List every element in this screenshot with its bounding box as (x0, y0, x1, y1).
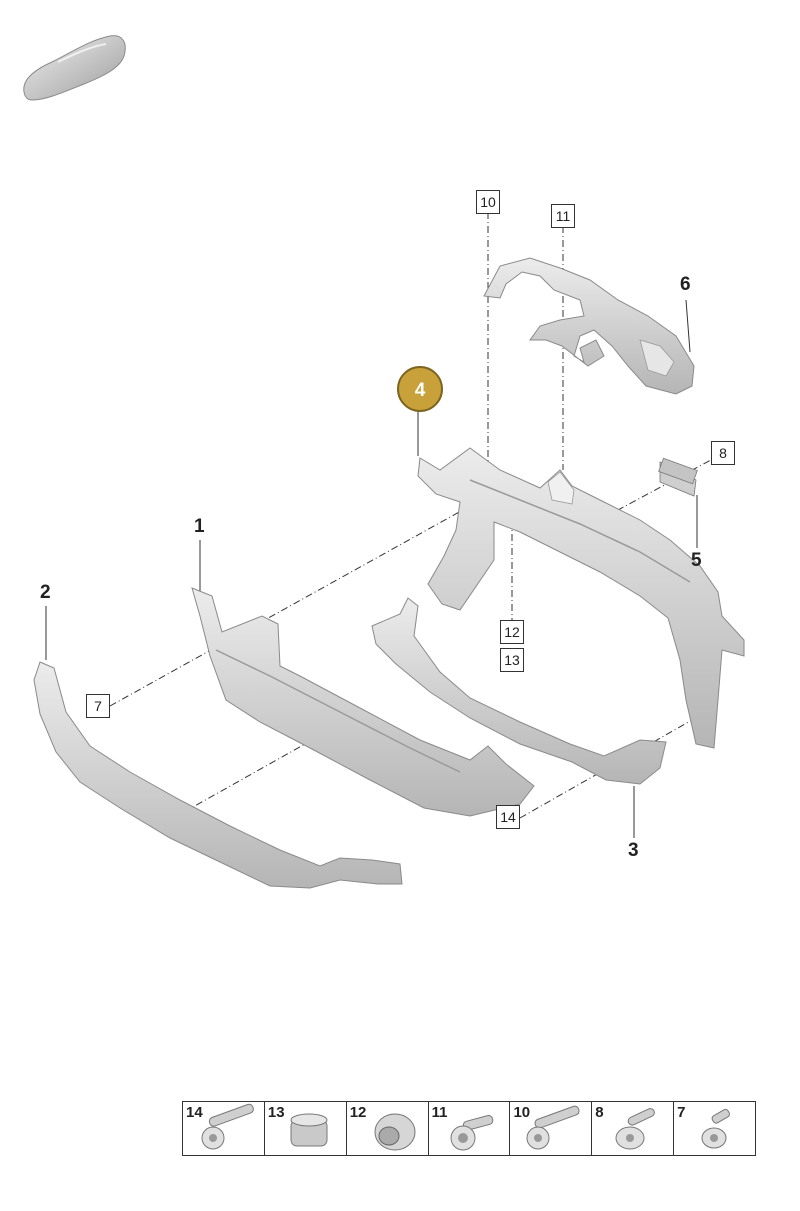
callout-5: 5 (691, 550, 702, 571)
hardware-cell-13[interactable]: 13 (265, 1102, 347, 1155)
box-label-11[interactable]: 11 (551, 204, 575, 228)
callout-leaders (45, 299, 698, 838)
hardware-cell-12[interactable]: 12 (347, 1102, 429, 1155)
long-bolt-icon (526, 1105, 581, 1150)
hardware-number: 7 (677, 1104, 686, 1121)
callout-6: 6 (680, 274, 691, 295)
callout-4-highlighted[interactable]: 4 (397, 366, 443, 412)
hardware-number: 10 (513, 1104, 531, 1121)
hardware-number: 12 (349, 1104, 367, 1121)
spacer-sleeve-icon (290, 1113, 328, 1147)
vehicle-thumbnail-icon (23, 35, 126, 101)
part-1-bumper-beam (191, 587, 535, 817)
hardware-cell-8[interactable]: 8 (592, 1102, 675, 1155)
box-label-14[interactable]: 14 (496, 805, 520, 829)
hardware-cell-14[interactable]: 14 (183, 1102, 265, 1155)
box-label-10[interactable]: 10 (476, 190, 500, 214)
hardware-number: 11 (431, 1104, 448, 1121)
box-label-7[interactable]: 7 (86, 694, 110, 718)
callout-2: 2 (40, 582, 51, 603)
clip-screw-icon (701, 1108, 731, 1149)
hardware-number: 13 (267, 1104, 285, 1121)
part-4-front-carrier (417, 447, 745, 749)
hardware-cell-7[interactable]: 7 (674, 1102, 755, 1155)
pan-head-screw-icon (615, 1108, 656, 1150)
part-5-bracket (658, 457, 698, 485)
part-2-deflector (33, 661, 403, 889)
hardware-number: 8 (595, 1104, 604, 1121)
part-6-cover (483, 257, 695, 395)
hardware-cell-10[interactable]: 10 (510, 1102, 593, 1155)
box-label-12[interactable]: 12 (500, 620, 524, 644)
box-label-8[interactable]: 8 (711, 441, 735, 465)
flange-bolt-icon (450, 1114, 493, 1151)
grommet-icon (374, 1113, 416, 1151)
hardware-number: 14 (186, 1104, 203, 1121)
part-3-lower-crossmember (371, 597, 667, 785)
callout-1: 1 (194, 516, 205, 537)
callout-3: 3 (628, 840, 639, 861)
box-label-13[interactable]: 13 (500, 648, 524, 672)
torx-bolt-icon (201, 1103, 254, 1150)
hardware-cell-11[interactable]: 11 (429, 1102, 511, 1155)
hardware-legend: 14 13 12 11 (182, 1101, 756, 1156)
leader-lines (109, 212, 723, 819)
